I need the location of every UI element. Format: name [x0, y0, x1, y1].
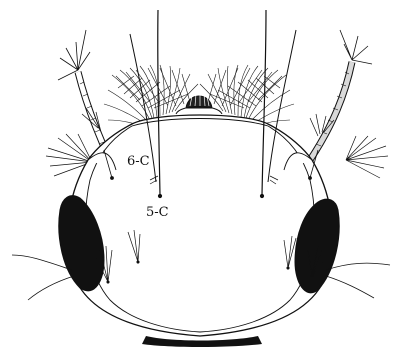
head-capsule — [68, 115, 333, 336]
collar — [142, 336, 262, 347]
right-lateral-setae — [346, 136, 388, 178]
label-5c: 5-C — [146, 205, 169, 220]
label-6c: 6-C — [127, 154, 150, 169]
left-antenna — [58, 30, 110, 160]
right-antenna — [310, 30, 372, 160]
